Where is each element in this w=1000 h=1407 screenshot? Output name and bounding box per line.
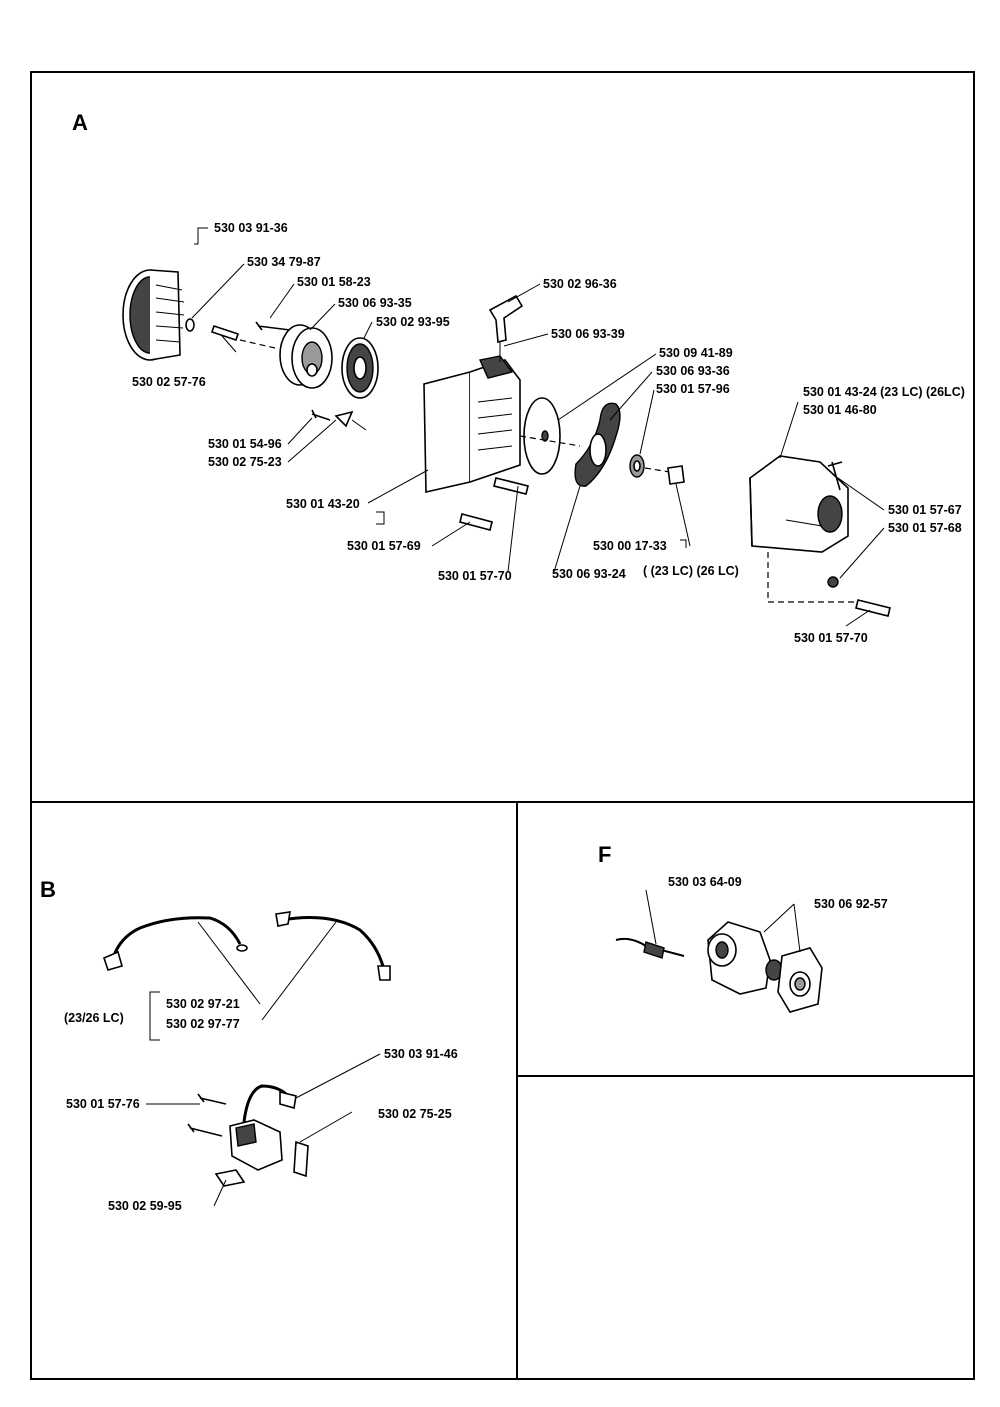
ignition-wire-right [281, 916, 386, 971]
flywheel [122, 269, 185, 361]
label-a-530-09-41-89: 530 09 41-89 [659, 346, 733, 360]
bolt-b [459, 513, 493, 531]
label-a-530-01-57-67: 530 01 57-67 [888, 503, 962, 517]
label-a-530-34-79-87: 530 34 79-87 [247, 255, 321, 269]
washer-small [185, 318, 195, 332]
section-b-title: B [40, 877, 56, 902]
ignition-module [229, 1084, 309, 1178]
cover-bolt [855, 599, 891, 617]
label-f-530-03-64-09: 530 03 64-09 [668, 875, 742, 889]
pawl-screw [311, 409, 331, 421]
section-a-leaders [191, 227, 885, 627]
clutch [574, 402, 621, 487]
section-b-leaders [146, 921, 381, 1207]
label-a-530-01-58-23: 530 01 58-23 [297, 275, 371, 289]
label-b-530-02-59-95: 530 02 59-95 [108, 1199, 182, 1213]
recoil-spring [341, 337, 379, 399]
pawl [334, 410, 354, 428]
cover-nut [827, 576, 839, 588]
clutch-cover [749, 455, 849, 553]
module-screw-top [197, 1093, 227, 1105]
label-a-530-03-91-36: 530 03 91-36 [214, 221, 288, 235]
label-a-530-02-57-76: 530 02 57-76 [132, 375, 206, 389]
pin [210, 324, 240, 342]
label-a-530-02-93-95: 530 02 93-95 [376, 315, 450, 329]
ignition-wire-left [110, 916, 242, 963]
cover-screw-top [827, 461, 843, 491]
section-a-title: A [72, 110, 88, 135]
label-a-530-06-93-39: 530 06 93-39 [551, 327, 625, 341]
label-b-530-02-75-25: 530 02 75-25 [378, 1107, 452, 1121]
label-a-530-02-96-36: 530 02 96-36 [543, 277, 617, 291]
label-a-lc-variant: ( (23 LC) (26 LC) [643, 564, 739, 578]
clutch-nut [667, 465, 685, 485]
label-f-530-06-92-57: 530 06 92-57 [814, 897, 888, 911]
label-a-530-01-43-24: 530 01 43-24 (23 LC) (26LC) [803, 385, 965, 399]
starter-housing [423, 355, 521, 493]
label-b-variant: (23/26 LC) [64, 1011, 124, 1025]
module-clip [214, 1169, 246, 1187]
label-a-530-01-43-20: 530 01 43-20 [286, 497, 360, 511]
outer-frame [30, 71, 975, 1380]
module-screw-bottom [187, 1123, 223, 1137]
air-filter-housing [707, 921, 783, 995]
label-b-530-03-91-46: 530 03 91-46 [384, 1047, 458, 1061]
label-a-530-06-93-35: 530 06 93-35 [338, 296, 412, 310]
label-a-530-01-57-68: 530 01 57-68 [888, 521, 962, 535]
section-a-labels: 530 03 91-36 530 34 79-87 530 01 58-23 5… [132, 221, 965, 645]
section-f-leaders [645, 889, 801, 953]
section-b-labels: 530 02 97-21 530 02 97-77 (23/26 LC) 530… [64, 997, 458, 1213]
section-f-drawing [615, 921, 823, 1013]
label-b-530-01-57-76: 530 01 57-76 [66, 1097, 140, 1111]
label-a-530-06-93-24: 530 06 93-24 [552, 567, 626, 581]
section-b-drawing [103, 911, 391, 1187]
section-a-drawing [122, 269, 891, 617]
axis-flywheel [239, 339, 276, 349]
bolt-a [493, 477, 529, 495]
label-a-530-06-93-36: 530 06 93-36 [656, 364, 730, 378]
label-a-530-01-54-96: 530 01 54-96 [208, 437, 282, 451]
section-f-labels: 530 03 64-09 530 06 92-57 [668, 875, 888, 911]
label-a-530-02-75-23: 530 02 75-23 [208, 455, 282, 469]
section-f-title: F [598, 842, 611, 867]
starter-handle [488, 294, 524, 362]
filter-cover [777, 947, 823, 1013]
starter-pulley [279, 324, 333, 389]
label-b-530-02-97-77: 530 02 97-77 [166, 1017, 240, 1031]
label-a-530-01-57-70: 530 01 57-70 [438, 569, 512, 583]
label-a-530-00-17-33: 530 00 17-33 [593, 539, 667, 553]
label-a-530-01-57-69: 530 01 57-69 [347, 539, 421, 553]
label-a-530-01-57-96: 530 01 57-96 [656, 382, 730, 396]
label-b-530-02-97-21: 530 02 97-21 [166, 997, 240, 1011]
label-a-530-01-57-70-b: 530 01 57-70 [794, 631, 868, 645]
label-a-530-01-46-80: 530 01 46-80 [803, 403, 877, 417]
screw-small [255, 321, 291, 331]
